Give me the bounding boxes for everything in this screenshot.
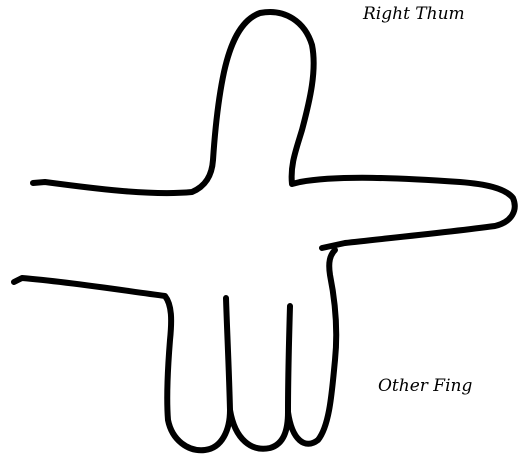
finger-separator-left xyxy=(226,298,230,410)
fingers-label: Other Fing xyxy=(378,376,472,396)
finger-separator-right xyxy=(288,306,290,412)
hand-upper-outline xyxy=(33,12,515,248)
thumb-label: Right Thum xyxy=(363,4,465,24)
